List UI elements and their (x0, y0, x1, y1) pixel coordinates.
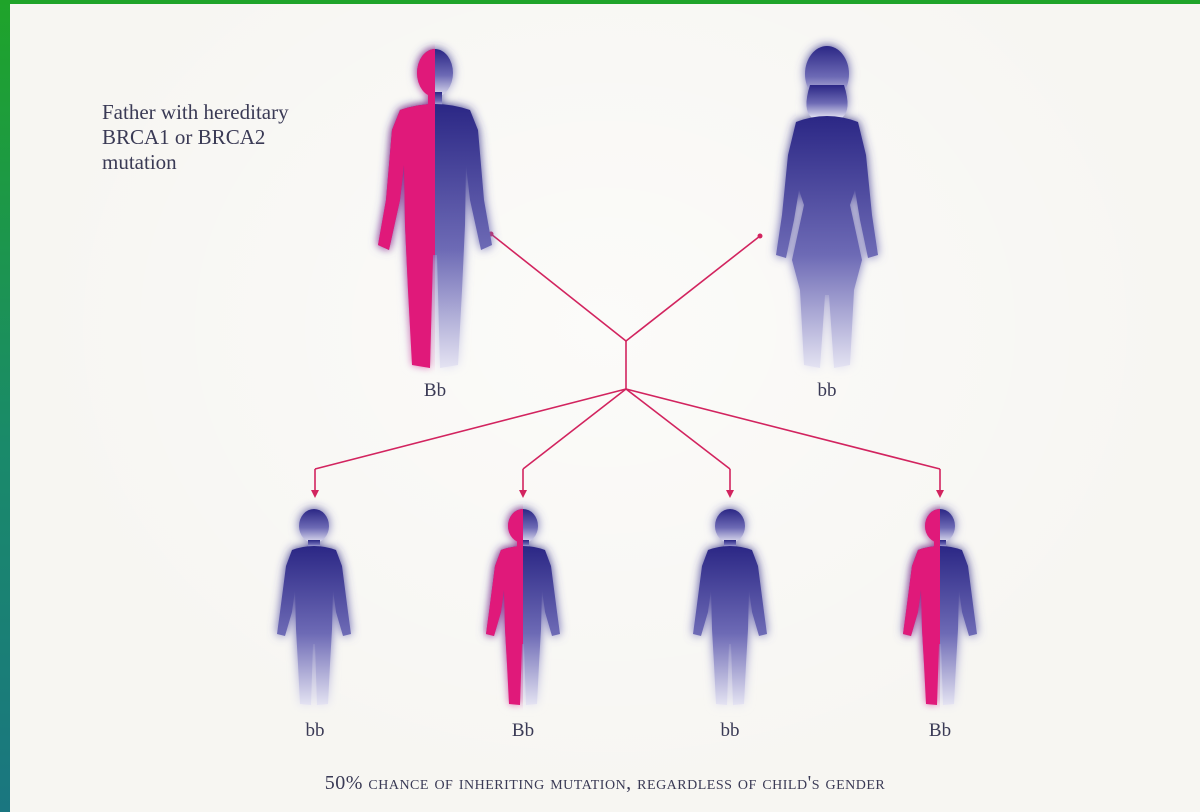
child-genotype-3: bb (690, 720, 770, 742)
child-connector-3 (626, 389, 730, 469)
mother-connector (626, 236, 760, 341)
child-genotype-1: bb (275, 720, 355, 742)
child-figure-4 (903, 509, 977, 705)
father-figure (378, 49, 492, 368)
mother-genotype: bb (787, 380, 867, 402)
child-genotype-4: Bb (900, 720, 980, 742)
child-genotype-2: Bb (483, 720, 563, 742)
diagram-panel: Father with hereditary BRCA1 or BRCA2 mu… (10, 4, 1200, 812)
child-connector-2 (523, 389, 626, 469)
father-connector (491, 234, 626, 341)
father-caption-line-1: Father with hereditary (102, 100, 362, 125)
inheritance-footnote: 50% chance of inheriting mutation, regar… (10, 772, 1200, 795)
father-caption: Father with hereditary BRCA1 or BRCA2 mu… (102, 100, 362, 175)
father-caption-line-2: BRCA1 or BRCA2 (102, 125, 362, 150)
father-caption-line-3: mutation (102, 150, 362, 175)
child-connector-4 (626, 389, 940, 469)
father-genotype: Bb (395, 380, 475, 402)
child-figure-2 (486, 509, 560, 705)
child-figure-3 (693, 509, 767, 705)
child-figure-1 (277, 509, 351, 705)
mother-figure (776, 46, 878, 368)
